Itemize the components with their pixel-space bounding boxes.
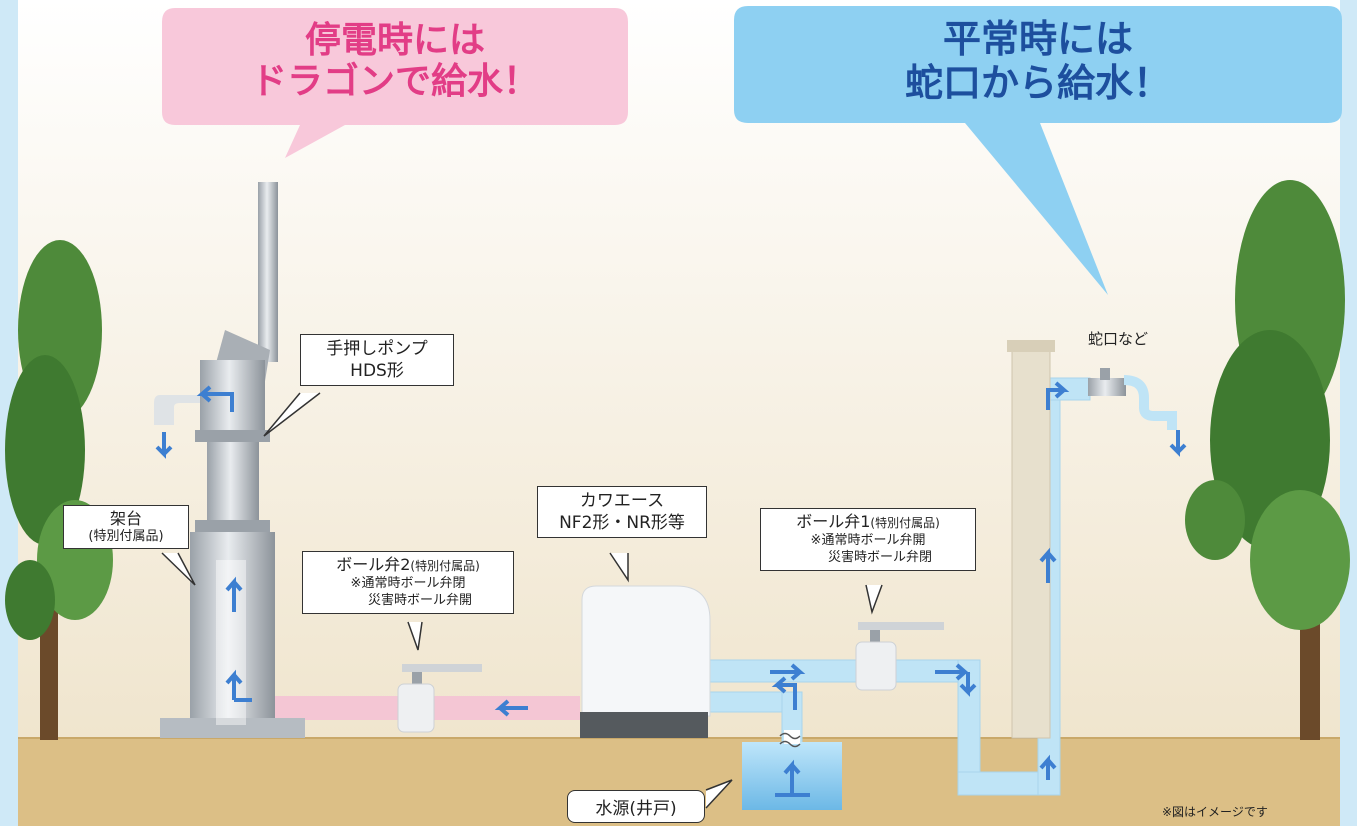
ball-valve-2-label: ボール弁2(特別付属品) ※通常時ボール弁閉 災害時ボール弁開 [302, 551, 514, 614]
arrow-up-stand [225, 576, 243, 612]
ball-valve-1-note2: 災害時ボール弁閉 [827, 549, 932, 565]
ball-valve-2-title: ボール弁2 [336, 555, 411, 574]
arrow-faucet-down [1169, 430, 1187, 457]
bubble-left-line2: ドラゴンで給水！ [250, 61, 539, 103]
flow-arrows [155, 381, 1187, 797]
arrow-up-stand-2 [225, 669, 252, 702]
bubble-left-shape [162, 8, 628, 158]
bubble-right-shape [734, 6, 1342, 295]
ball-valve-2-suffix: (特別付属品) [410, 559, 480, 573]
ball-valve-1-title: ボール弁1 [796, 512, 871, 531]
arrow-up-riser-2 [1039, 754, 1057, 780]
faucet-label: 蛇口など [1088, 330, 1149, 348]
arrow-down-spout [155, 432, 173, 459]
right-tree [1185, 180, 1350, 740]
pump-label-line2: HDS形 [350, 361, 404, 382]
ball-valve-1-suffix: (特別付属品) [870, 516, 940, 530]
arrow-pump-out [196, 385, 234, 412]
stand-label: 架台 (特別付属品) [63, 505, 189, 550]
bubble-right-line2: 蛇口から給水！ [904, 60, 1171, 105]
faucet-post [1007, 340, 1055, 739]
image-note: ※図はイメージです [1162, 805, 1268, 819]
stand-label-line2: (特別付属品) [88, 529, 164, 544]
pump-label: 手押しポンプ HDS形 [300, 334, 454, 387]
ball-valve-2-note2: 災害時ボール弁開 [367, 592, 472, 608]
ball-valve-1-label: ボール弁1(特別付属品) ※通常時ボール弁開 災害時ボール弁閉 [760, 508, 976, 571]
bubble-right-text: 平常時には 蛇口から給水！ [734, 17, 1342, 105]
bubble-left-text: 停電時には ドラゴンで給水！ [162, 20, 628, 103]
ball-valve-2-title-row: ボール弁2(特別付属品) [311, 555, 505, 576]
arrow-right-1 [770, 663, 806, 681]
arrow-left-pink [494, 699, 528, 717]
arrow-up-riser-top [1046, 381, 1070, 410]
well-label: 水源(井戸) [567, 790, 705, 823]
kawaace-label-line2: NF2形・NR形等 [559, 513, 685, 534]
faucet [1088, 368, 1177, 430]
kawaace-label: カワエース NF2形・NR形等 [537, 486, 707, 539]
ball-valve-1-note1: ※通常時ボール弁開 [810, 532, 926, 548]
stand-label-line1: 架台 [109, 509, 142, 528]
left-tree [5, 240, 113, 740]
bubble-left-line1: 停電時には [304, 20, 485, 61]
ball-valve-1-title-row: ボール弁1(特別付属品) [769, 512, 967, 533]
pump-label-line1: 手押しポンプ [326, 339, 428, 359]
arrow-down-1 [959, 672, 977, 697]
ball-valve-1-shape [855, 622, 944, 691]
kawaace-unit [580, 585, 711, 738]
arrow-up-junction [771, 676, 797, 710]
right-frame [1340, 0, 1357, 826]
arrow-up-riser-1 [1039, 547, 1057, 583]
arrow-well-up [775, 759, 810, 797]
leader-lines [161, 392, 883, 809]
arrow-right-2 [935, 663, 971, 681]
bubble-right-line1: 平常時には [942, 17, 1133, 61]
ball-valve-2-note1: ※通常時ボール弁閉 [350, 575, 466, 591]
kawaace-label-line1: カワエース [579, 491, 665, 511]
ball-valve-2-shape [397, 664, 482, 733]
